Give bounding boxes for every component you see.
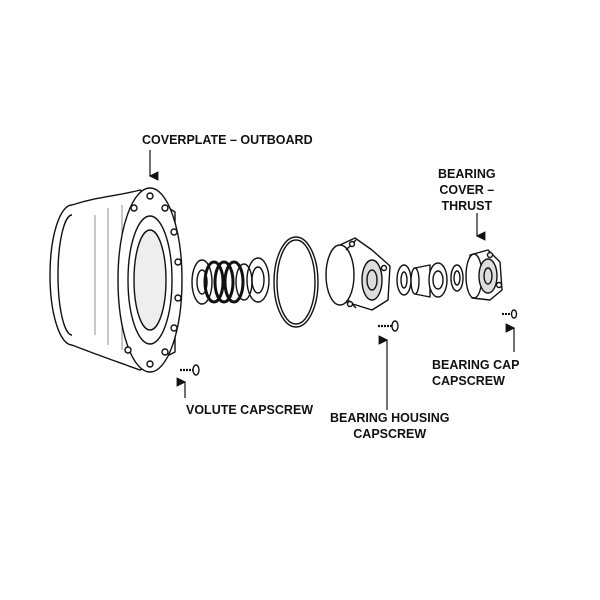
label-line: THRUST bbox=[441, 199, 493, 213]
label-line: BEARING CAP bbox=[432, 358, 520, 372]
volute-capscrew bbox=[180, 364, 200, 376]
label-bearing-housing-capscrew: BEARING HOUSING CAPSCREW bbox=[330, 410, 449, 442]
label-line: CAPSCREW bbox=[353, 427, 427, 441]
label-line: CAPSCREW bbox=[432, 374, 505, 388]
bearing-cap-capscrew bbox=[502, 309, 518, 319]
bearing-housing bbox=[325, 237, 391, 311]
coverplate-outboard bbox=[49, 187, 183, 373]
label-line: BEARING HOUSING bbox=[330, 411, 450, 425]
label-coverplate-outboard: COVERPLATE – OUTBOARD bbox=[142, 133, 313, 147]
mechanical-seal bbox=[191, 257, 270, 305]
bearing-cover-thrust bbox=[465, 249, 503, 301]
label-line: COVER – bbox=[439, 183, 495, 197]
label-line: BEARING bbox=[438, 167, 496, 181]
leader-arrows bbox=[148, 150, 516, 410]
label-bearing-cap-capscrew: BEARING CAP CAPSCREW bbox=[432, 357, 520, 389]
o-ring bbox=[273, 236, 319, 328]
label-volute-capscrew: VOLUTE CAPSCREW bbox=[186, 403, 314, 417]
bearing-set bbox=[396, 262, 464, 298]
label-bearing-cover-thrust: BEARING COVER – THRUST bbox=[438, 166, 496, 214]
bearing-housing-capscrew bbox=[378, 320, 399, 332]
